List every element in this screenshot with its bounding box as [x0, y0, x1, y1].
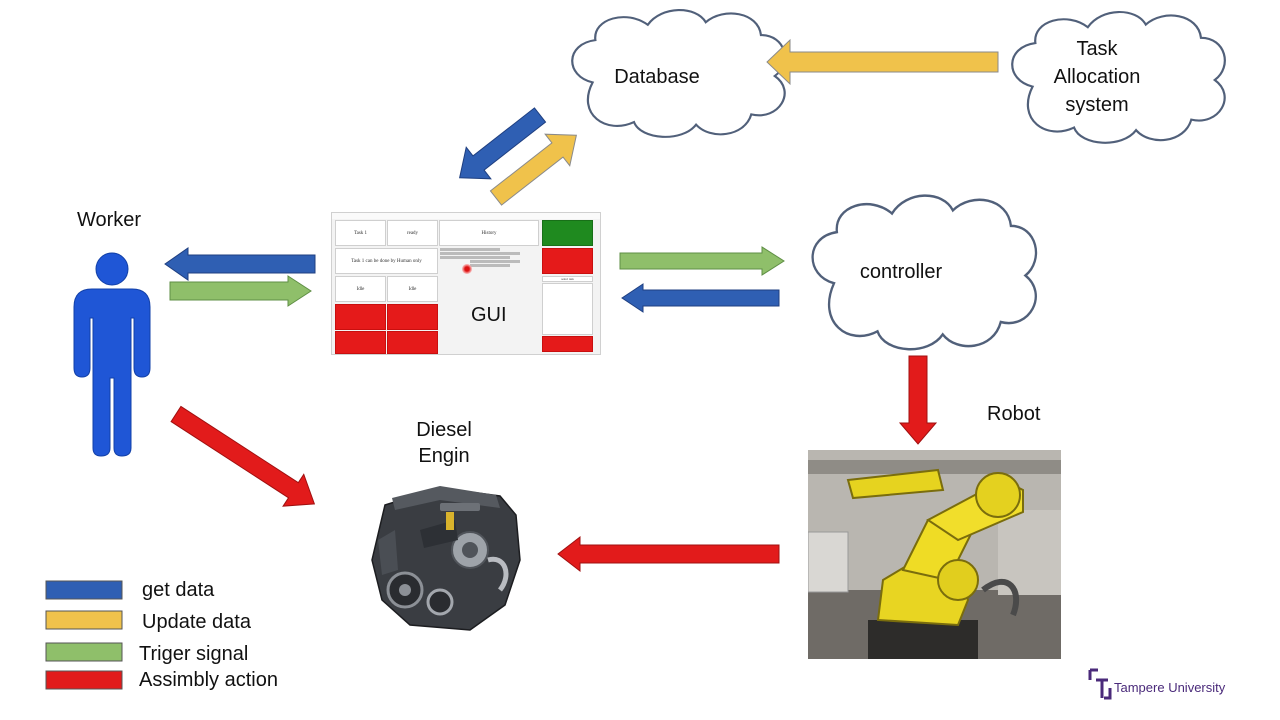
gui-tab-task: Task 1	[335, 220, 386, 246]
tampere-university-logo: Tampere University	[1086, 668, 1246, 702]
gui-red-2	[387, 304, 438, 330]
gui-cursor-indicator	[462, 264, 472, 274]
arrow-get-controller-to-gui	[621, 283, 780, 313]
gui-red-4	[387, 331, 438, 354]
arrow-get-gui-to-worker	[164, 247, 316, 281]
gui-red-1	[335, 304, 386, 330]
gui-task-text: Task 1 can be done by Human only	[335, 248, 438, 274]
logo-text: Tampere University	[1114, 680, 1226, 695]
diesel-engine-icon	[371, 486, 521, 631]
task-allocation-label: Task Allocation system	[1053, 38, 1141, 116]
legend-swatch-action	[45, 670, 123, 690]
gui-label: GUI	[471, 304, 507, 326]
arrow-update-gui-to-db	[489, 133, 577, 206]
legend-label-action: Assimbly action	[139, 669, 278, 691]
gui-tab-ready: ready	[387, 220, 438, 246]
gui-select: select task	[542, 276, 593, 282]
robot-photo	[808, 450, 1061, 659]
legend-label-get: get data	[142, 579, 215, 601]
gui-panel-right	[542, 283, 593, 335]
legend-label-trigger: Triger signal	[139, 643, 249, 665]
legend-swatch-get	[45, 580, 123, 600]
gui-log-lines	[440, 247, 530, 277]
engine-label: Diesel Engin	[416, 419, 472, 467]
gui-red-5	[542, 336, 593, 352]
controller-label: controller	[859, 261, 943, 283]
arrow-action-worker-to-engine	[170, 405, 316, 507]
robot-label: Robot	[987, 403, 1041, 425]
gui-red-3	[335, 331, 386, 354]
tampere-logo-icon	[1088, 668, 1112, 700]
legend-swatch-update	[45, 610, 123, 630]
legend-swatch-trigger	[45, 642, 123, 662]
gui-window: Task 1 ready History Task 1 can be done …	[331, 212, 601, 355]
arrow-get-db-to-gui	[459, 107, 547, 180]
worker-label: Worker	[77, 209, 142, 231]
arrow-trigger-worker-to-gui	[169, 275, 312, 307]
gui-status-green	[542, 220, 593, 246]
gui-tab-history: History	[439, 220, 539, 246]
arrow-action-robot-to-engine	[557, 535, 780, 573]
worker-figure-icon	[73, 252, 151, 457]
legend-label-update: Update data	[142, 611, 251, 633]
gui-idle-2: Idle	[387, 276, 438, 302]
gui-titlebar	[332, 213, 600, 219]
arrow-action-controller-to-robot	[898, 355, 938, 445]
database-label: Database	[614, 66, 700, 88]
arrow-update-task-to-db	[766, 38, 999, 86]
gui-status-red	[542, 248, 593, 274]
arrow-trigger-gui-to-controller	[619, 246, 785, 276]
gui-idle-1: Idle	[335, 276, 386, 302]
